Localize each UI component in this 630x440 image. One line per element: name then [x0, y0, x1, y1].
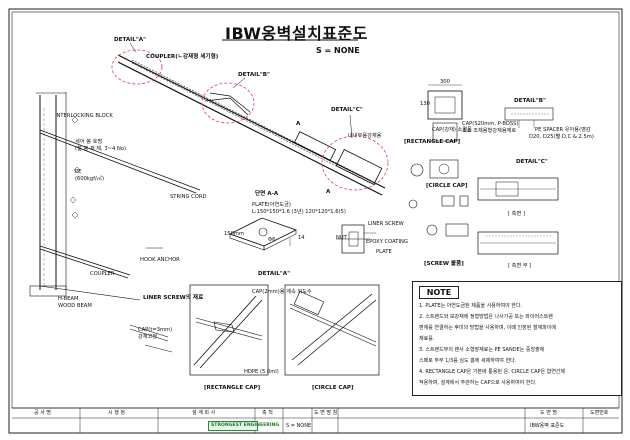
- detail-b-right-label: DETAIL"B": [514, 98, 546, 104]
- company-logo: STRONGEST ENGINEERING: [208, 421, 279, 431]
- left-note-4: (600kgf/㎡): [75, 176, 105, 182]
- drawing-title: IBW옹벽설치표준도: [225, 24, 368, 43]
- detail-c-top-label: DETAIL"C": [331, 107, 363, 113]
- pe-spacer-2-label: D20, D25(별 D,C & 2.5m): [529, 134, 594, 140]
- section-aa-label: 단면 A-A: [255, 191, 279, 197]
- note-line-1: 1. PLATE는 아연도금된 제품을 사용하여야 한다.: [419, 303, 523, 309]
- cap-code-label: CAP(S20mm, P-BOSS): [462, 121, 519, 127]
- rect-cap-top-label: [RECTANGLE CAP]: [404, 139, 461, 145]
- epoxy-label: EPOXY COATING: [366, 239, 408, 245]
- circle-cap-right: [408, 159, 469, 237]
- note-line-8: 적용하며, 설계에서 주관하는 CAP으로 사용하여야 한다.: [419, 380, 537, 386]
- tb-project: 공 사 명: [34, 410, 51, 416]
- dim-130: 130: [420, 101, 430, 107]
- left-note-1: 세어 봉 호명: [75, 139, 103, 145]
- note-line-2: 2. 스트랜드와 보강재에 정형방법은 나사가공 또는 와이어스트랜: [419, 314, 553, 320]
- tb-drawing-name-value: IBW옹벽 표준도: [530, 423, 565, 429]
- tb-scale-value: S = NONE: [286, 423, 312, 429]
- plate-section: [228, 217, 298, 251]
- hook-anchor-label: HOOK ANCHOR: [140, 257, 180, 263]
- circle-cap-right-label: [CIRCLE CAP]: [426, 183, 468, 189]
- nut-label: NUT: [336, 235, 347, 241]
- note-line-7: 4. RECTANGLE CAP은 기본에 통용된 은, CIRCLE CAP은…: [419, 369, 566, 375]
- dim-14: 14: [298, 235, 305, 241]
- coupler-label: COUPLER(ㄴ강재형 세기형): [146, 54, 219, 60]
- note-line-5: 3. 스트랜드부의 랜서 소형장재료는 PE SANDE는 중앙출에: [419, 347, 545, 353]
- left-note-2: (철 봉 재 제, 3~4 No): [75, 146, 127, 152]
- detail-c-right: [477, 177, 559, 255]
- detail-c-circle: [321, 135, 389, 191]
- wall-section: [29, 92, 201, 301]
- tb-designer: 설 계 회 사: [192, 410, 216, 416]
- rect-cap-bottom-detail: [189, 284, 269, 376]
- section-mark-a: A: [296, 121, 301, 127]
- dim-300: 300: [440, 79, 450, 85]
- note-line-6: 스페로 주부 1/3를 심도 홈에 세제하여야 한다.: [419, 358, 517, 364]
- liner-screw-2-label: LINER SCREW의 재료: [143, 295, 204, 301]
- inner-prop-label: 내내부용강재용: [348, 133, 382, 139]
- bottom-left-anchor: [129, 324, 173, 353]
- tb-drawing-number: 도면번호: [590, 410, 609, 416]
- interlocking-block-label: INTERLOCKING BLOCK: [55, 113, 113, 119]
- wood-beam-label: WOOD BEAM: [58, 303, 92, 309]
- drawing-scale: S = NONE: [316, 46, 360, 55]
- detail-b-top-label: DETAIL"B": [238, 72, 270, 78]
- tb-drawing-name: 도 면 명: [540, 410, 557, 416]
- cap-3mm-label: CAP(t=3mm): [138, 327, 173, 333]
- detail-a-bottom-label: DETAIL"A": [258, 271, 290, 277]
- screw-bolt-label: [SCREW 볼품]: [424, 261, 464, 267]
- outer-border: [8, 8, 623, 434]
- cap-3mm-2-label: 강재고정: [138, 334, 158, 340]
- nut-plate-detail: [336, 224, 376, 254]
- tb-drawing-title: 도 면 명 칭: [314, 410, 338, 416]
- circle-cap-bottom-detail: [284, 284, 380, 376]
- cap-label: CAP(강재) 소멸품: [432, 127, 472, 133]
- detail-a-top-label: DETAIL"A": [114, 37, 146, 43]
- plate-label: PLATE: [376, 249, 392, 255]
- section-side-label: [ 측면 부 ]: [508, 263, 532, 269]
- detail-c-right-label: DETAIL"C": [516, 159, 548, 165]
- detail-b-circle: [201, 82, 255, 124]
- detail-b-right: [504, 107, 554, 128]
- rect-cap-bottom-label: [RECTANGLE CAP]: [204, 385, 261, 391]
- left-note-3: PE: [75, 169, 82, 175]
- liner-screw-label: LINER SCREW: [368, 221, 404, 227]
- note-line-3: 편재를 연결하는 후미의 방법을 사용하며, 이때 인장된 철재파이에: [419, 325, 556, 331]
- note-heading: NOTE: [419, 286, 459, 299]
- pe-spacer-label: PE SPACER 유아용(영감: [535, 127, 591, 133]
- tb-scale: 축 척: [262, 410, 273, 416]
- detail-a-circle: [111, 49, 163, 85]
- hdpe-label: HDPE (5.0ml): [244, 369, 279, 375]
- company-logo-text: STRONGEST ENGINEERING: [211, 423, 280, 428]
- rect-cap-top: [427, 84, 463, 142]
- tb-client: 시 행 청: [108, 410, 125, 416]
- h-beam-label: H-BEAM: [58, 296, 79, 302]
- section-mark-a2: A: [326, 189, 331, 195]
- cap-note-label: 소스 조체용형강재용재로: [462, 128, 517, 134]
- plate-line-2: L:150*150*1.6 (3년) 120*120*1.6(5): [252, 209, 346, 215]
- cap-inner-label: CAP(2mm)용 계속 외도수: [252, 289, 312, 295]
- note-line-4: 재료를.: [419, 336, 435, 342]
- plate-line-1: PLATE(아연도금): [252, 202, 291, 208]
- main-anchor-diagonal: [117, 54, 386, 196]
- string-cord-label: STRING CORD: [170, 194, 207, 200]
- dim-150: 150mm: [224, 231, 245, 237]
- coupler-left-label: COUPLER: [90, 271, 115, 277]
- section-front-label: [ 측면 ]: [508, 211, 525, 217]
- note-box: NOTE 1. PLATE는 아연도금된 제품을 사용하여야 한다. 2. 스트…: [412, 281, 622, 396]
- dim-phi: Φ6: [268, 237, 276, 243]
- circle-cap-bottom-label: [CIRCLE CAP]: [312, 385, 354, 391]
